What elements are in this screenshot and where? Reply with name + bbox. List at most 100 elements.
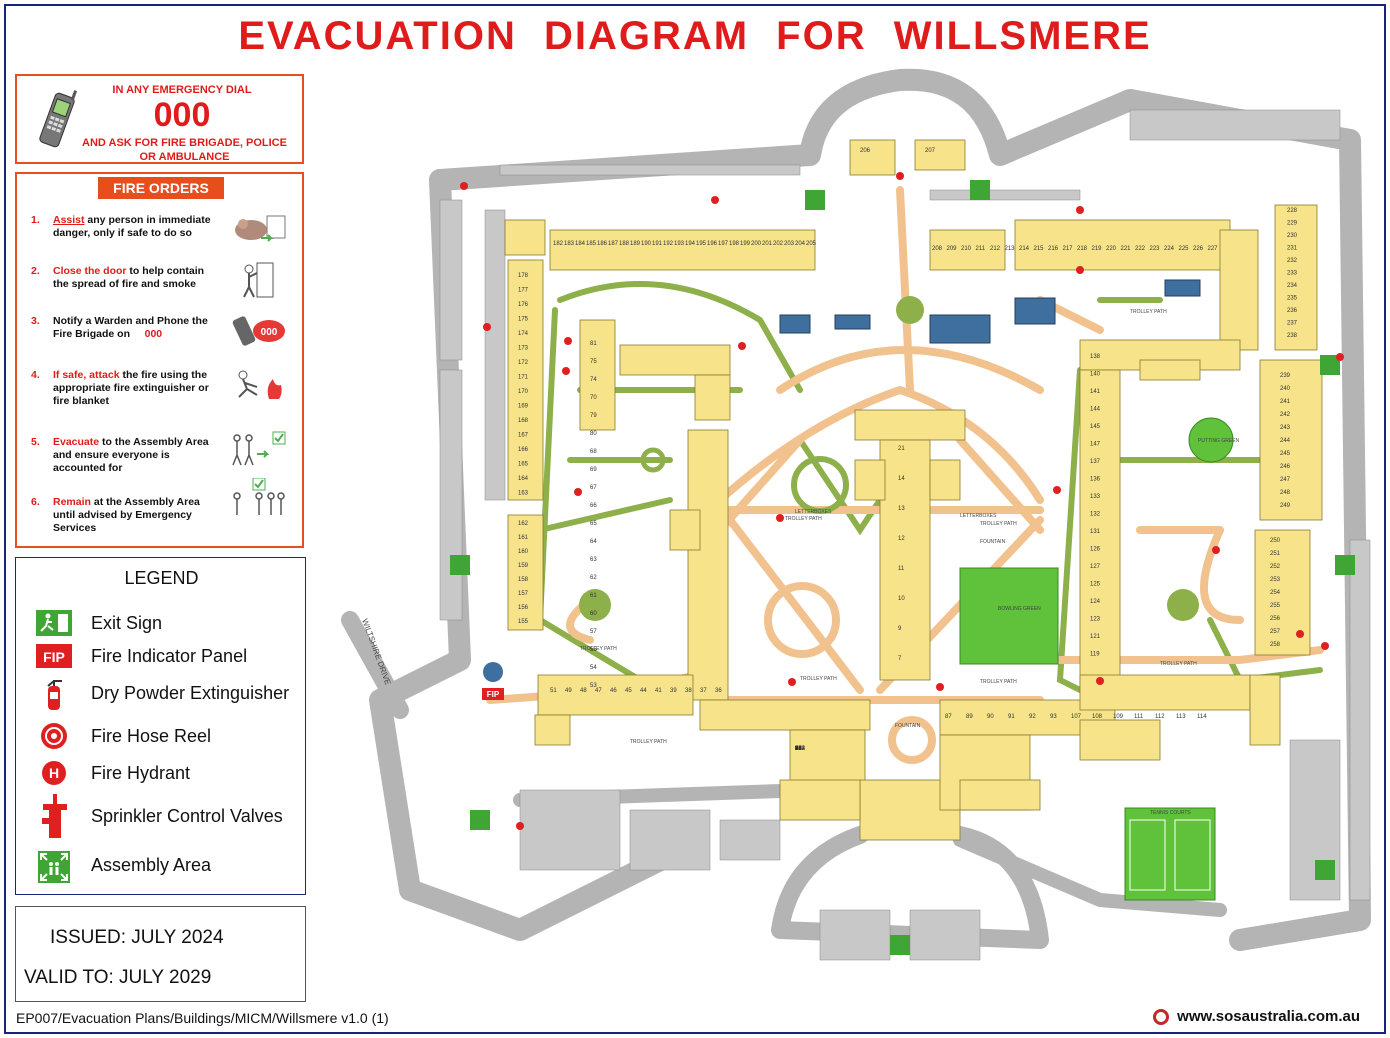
hydrant-icon [1321, 642, 1329, 650]
fire-order-text: until advised by Emergency [53, 509, 192, 521]
unit-number: 242 [1280, 412, 1291, 418]
unit-number: 70 [590, 395, 597, 401]
fire-order-text: appropriate fire extinguisher or [53, 382, 209, 394]
issued-panel: ISSUED: JULY 2024 VALID TO: JULY 2029 [15, 906, 306, 1002]
legend-label: Assembly Area [91, 855, 212, 875]
fire-order-keyword: If safe, attack [53, 369, 120, 381]
legend-item-assembly-area: Assembly Area [26, 850, 306, 884]
fire-order-keyword: Remain [53, 496, 91, 508]
unit-number: 166 [518, 447, 529, 453]
unit-number: 171 [518, 375, 529, 381]
unit-number: 206 [860, 148, 871, 154]
fire-order-keyword: Assist [53, 214, 85, 226]
unit-number: 247 [1280, 477, 1291, 483]
unit-number: 158 [518, 577, 529, 583]
unit-number: 176 [518, 302, 529, 308]
unit-number: 126 [1090, 547, 1101, 553]
sprinkler-valve-icon [42, 794, 67, 838]
unit-number: 13 [898, 506, 905, 512]
unit-number: 136 [1090, 477, 1101, 483]
unit-number: 250 [1270, 538, 1281, 544]
legend-label: Fire Hydrant [91, 763, 191, 783]
trolley-path-label: TROLLEY PATH [630, 739, 667, 745]
unit-number: 66 [590, 503, 597, 509]
unit-number: 245 [1280, 451, 1291, 457]
unit-number: 69 [590, 467, 597, 473]
unit-number: 227 [1208, 246, 1219, 252]
unit-number: 124 [1090, 599, 1101, 605]
hydrant-icon [1076, 206, 1084, 214]
unit-number: 63 [590, 557, 597, 563]
fip-marker-text: FIP [487, 690, 500, 699]
unit-number: 85 [795, 746, 802, 752]
buildings [504, 139, 1323, 841]
trolley-path-label: TROLLEY PATH [785, 516, 822, 522]
valid-to-date: VALID TO: JULY 2029 [24, 967, 212, 988]
unit-number: 3 [795, 746, 799, 752]
unit-number: 235 [1287, 296, 1298, 302]
hydrant-icon [574, 488, 582, 496]
unit-number: 193 [674, 241, 685, 247]
phone-fire-icon: 000 [232, 316, 285, 346]
unit-number: 252 [1270, 564, 1281, 570]
unit-number: 238 [1287, 333, 1298, 339]
unit-number: 230 [1287, 233, 1298, 239]
unit-number: 80 [590, 431, 597, 437]
legend-header: LEGEND [124, 568, 199, 588]
exit-sign-icon [36, 610, 72, 636]
hydrant-icon [788, 678, 796, 686]
unit-number: 172 [518, 360, 529, 366]
unit-number: 125 [1090, 582, 1101, 588]
unit-number: 200 [751, 241, 762, 247]
unit-number: 96 [795, 746, 802, 752]
unit-number: 14 [898, 476, 905, 482]
unit-number: 131 [1090, 529, 1101, 535]
document-reference: EP007/Evacuation Plans/Buildings/MICM/Wi… [16, 1010, 389, 1026]
unit-number: 205 [806, 241, 817, 247]
unit-number: 213 [1005, 246, 1016, 252]
unit-number: 222 [1135, 246, 1146, 252]
unit-number: 214 [1019, 246, 1030, 252]
unit-number: 233 [1287, 271, 1298, 277]
unit-number: 81 [590, 341, 597, 347]
unit-number: 237 [1287, 321, 1298, 327]
unit-number: 38 [685, 688, 692, 694]
unit-number: 225 [1179, 246, 1190, 252]
unit-number: 155 [518, 619, 529, 625]
unit-number: 160 [518, 549, 529, 555]
unit-number: 65 [590, 521, 597, 527]
hydrant-markers [460, 172, 1344, 830]
unit-number: 202 [773, 241, 784, 247]
sos-logo-icon [1153, 1009, 1170, 1026]
unit-number: 147 [1090, 442, 1101, 448]
legend-item-fip: FIP Fire Indicator Panel [26, 641, 306, 671]
mobile-phone-icon [39, 90, 77, 148]
unit-number: 32 [795, 746, 802, 752]
assembly-area-markers [450, 180, 1355, 955]
unit-number: 62 [590, 575, 597, 581]
unit-number: 199 [740, 241, 751, 247]
unit-number: 173 [518, 346, 529, 352]
trolley-path-label: TROLLEY PATH [580, 646, 617, 652]
carpark-bays [439, 109, 1371, 961]
roundabouts [579, 296, 1199, 764]
unit-number: 217 [1063, 246, 1074, 252]
unit-number: 6 [795, 746, 799, 752]
unit-number: 185 [586, 241, 597, 247]
fire-order-text: the spread of fire and smoke [53, 278, 196, 290]
unit-number: 204 [795, 241, 806, 247]
unit-number: 112 [1155, 714, 1165, 720]
unit-number: 184 [575, 241, 586, 247]
unit-number: 54 [590, 665, 597, 671]
fire-order-number: 1. [31, 214, 40, 226]
unit-number: 97 [795, 746, 802, 752]
unit-number: 49 [565, 688, 572, 694]
unit-number: 86 [795, 746, 802, 752]
unit-number: 216 [1048, 246, 1059, 252]
unit-number: 165 [518, 462, 529, 468]
tennis-courts [1124, 807, 1216, 901]
assembly-area-icon [1320, 355, 1340, 375]
hydrant-icon [1076, 266, 1084, 274]
unit-number: 209 [947, 246, 958, 252]
unit-number: 243 [1280, 425, 1291, 431]
